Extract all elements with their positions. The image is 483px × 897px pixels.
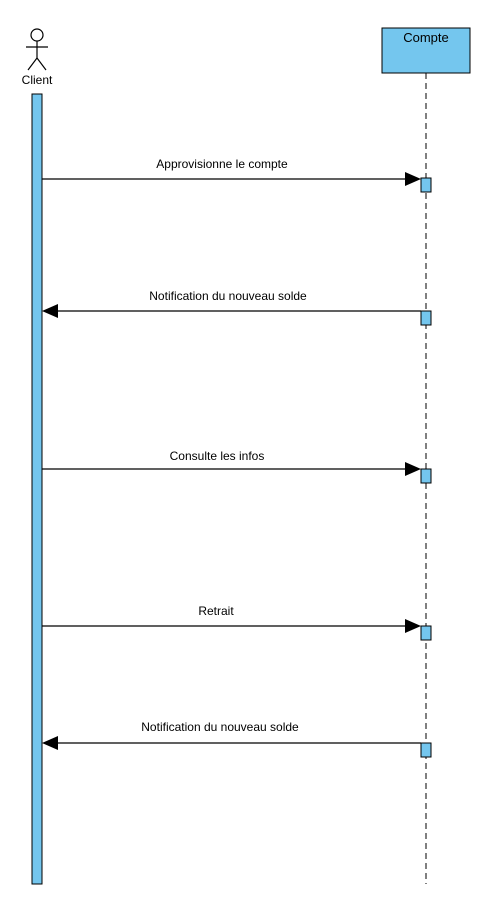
arrowhead-right-icon	[405, 172, 421, 186]
compte-activation-2	[420, 310, 432, 326]
object-label: Compte	[403, 30, 449, 45]
actor-label: Client	[22, 73, 53, 87]
message-label: Notification du nouveau solde	[149, 289, 307, 303]
compte-activation-5	[420, 742, 432, 758]
message-label: Retrait	[198, 604, 234, 618]
arrowhead-right-icon	[405, 462, 421, 476]
object-compte[interactable]: Compte	[381, 27, 471, 74]
message-label: Approvisionne le compte	[156, 157, 288, 171]
object-box	[381, 27, 471, 74]
message-label: Consulte les infos	[170, 449, 265, 463]
compte-activation-4	[420, 625, 432, 641]
client-activation-bar	[31, 93, 43, 885]
message-3[interactable]: Consulte les infos	[42, 449, 421, 476]
compte-activation-3	[420, 468, 432, 484]
actor-client[interactable]: Client	[22, 28, 53, 87]
message-2[interactable]: Notification du nouveau solde	[42, 289, 421, 318]
message-4[interactable]: Retrait	[42, 604, 421, 633]
arrowhead-left-icon	[42, 736, 58, 750]
arrowhead-right-icon	[405, 619, 421, 633]
actor-leg-right	[36, 57, 47, 71]
actor-head-icon	[30, 28, 44, 42]
message-1[interactable]: Approvisionne le compte	[42, 157, 421, 186]
compte-activation-1	[420, 177, 432, 193]
arrowhead-left-icon	[42, 304, 58, 318]
message-label: Notification du nouveau solde	[141, 720, 299, 734]
message-5[interactable]: Notification du nouveau solde	[42, 720, 421, 750]
actor-leg-left	[27, 57, 38, 71]
